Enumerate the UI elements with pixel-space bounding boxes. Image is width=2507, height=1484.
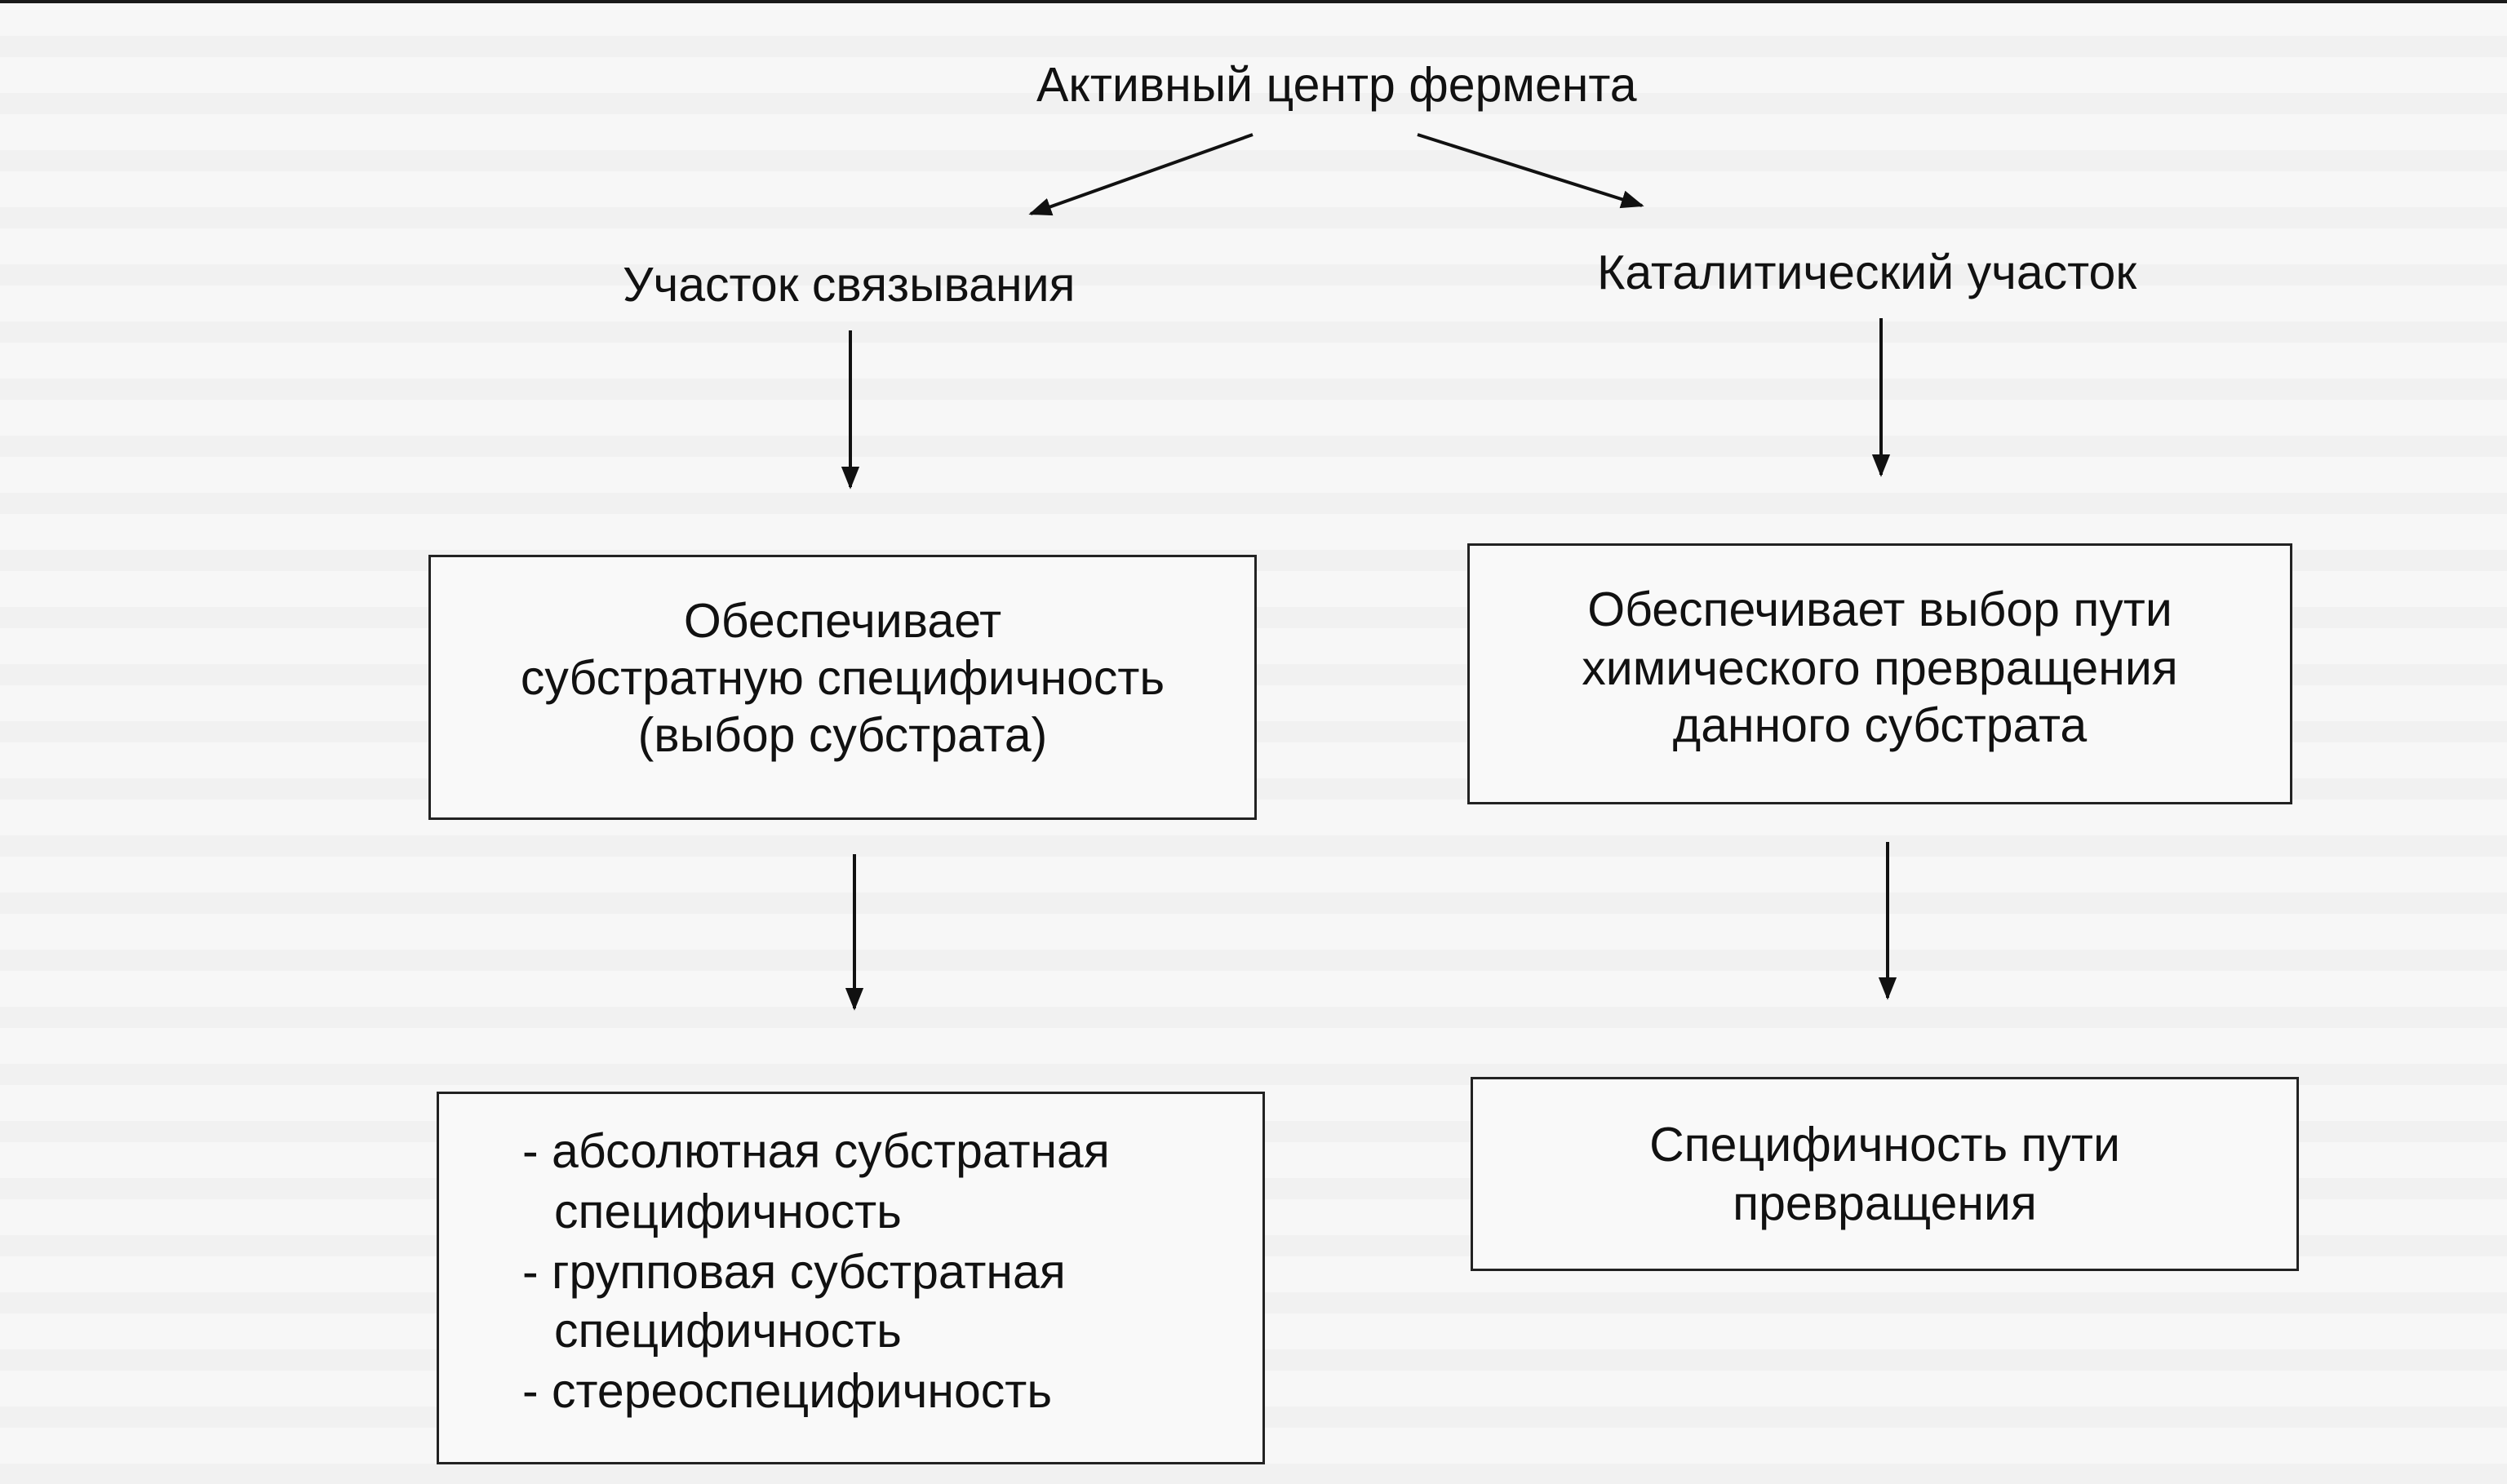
left-box-substrate-specificity: Обеспечивает субстратную специфичность (… xyxy=(428,555,1257,820)
box-text-line: субстратную специфичность xyxy=(520,651,1165,705)
specificity-list-item: - абсолютная субстратная xyxy=(522,1124,1110,1178)
right-box-pathway-specificity: Специфичность пути превращения xyxy=(1471,1077,2299,1271)
left-heading: Участок связывания xyxy=(623,258,1076,312)
specificity-list-item: - стереоспецифичность xyxy=(522,1364,1053,1418)
box-text-line: Специфичность пути xyxy=(1649,1118,2120,1172)
box-text-line: химического превращения xyxy=(1582,641,2178,695)
box-text-line: Обеспечивает xyxy=(683,594,1002,648)
left-box-specificity-types: - абсолютная субстратная специфичность -… xyxy=(437,1092,1265,1464)
arrow-root-to-right xyxy=(1417,133,1644,209)
right-box-pathway-choice: Обеспечивает выбор пути химического прев… xyxy=(1467,543,2292,804)
right-heading: Каталитический участок xyxy=(1597,246,2137,299)
specificity-list-item: - групповая субстратная xyxy=(522,1245,1066,1299)
box-text-line: превращения xyxy=(1733,1176,2037,1230)
root-title: Активный центр фермента xyxy=(1036,58,1637,112)
box-text-line: данного субстрата xyxy=(1672,698,2088,752)
specificity-list-item: специфичность xyxy=(554,1304,902,1358)
box-text-line: Обеспечивает выбор пути xyxy=(1587,583,2172,636)
arrow-root-to-left xyxy=(1028,133,1254,216)
top-rule xyxy=(0,0,2507,3)
box-text-line: (выбор субстрата) xyxy=(637,708,1048,762)
specificity-list-item: специфичность xyxy=(554,1185,902,1238)
